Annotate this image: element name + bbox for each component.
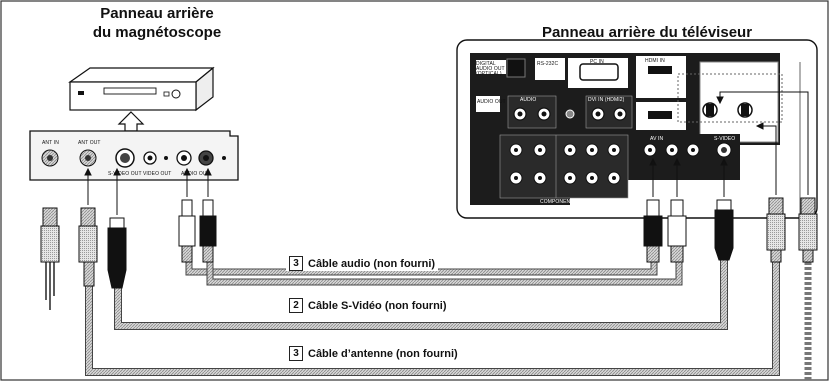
wall-antenna-wire — [45, 260, 55, 310]
tv-panel-title: Panneau arrière du téléviseur — [541, 24, 753, 41]
vcr-antenna-in-plug — [40, 207, 60, 263]
vcr-panel-title: Panneau arrière du magnétoscope — [62, 4, 252, 42]
audio-cable-text: Câble audio (non fourni) — [308, 257, 436, 270]
vcr-device — [68, 66, 215, 112]
zoom-arrow-icon — [117, 111, 145, 132]
audio-cable — [185, 262, 683, 286]
tv-s-video-plug — [714, 199, 734, 261]
tv-digital-audio-label: DIGITAL AUDIO OUT (OPTICAL) — [476, 61, 505, 77]
vcr-s-video-plug — [107, 217, 127, 289]
tv-pc-in-label: PC IN — [590, 59, 604, 65]
vcr-title-line-2: du magnétoscope — [92, 24, 222, 41]
vcr-ant-out-label: ANT OUT — [78, 140, 101, 146]
vcr-ant-in-label: ANT IN — [42, 140, 59, 146]
antenna-cable-text: Câble d’antenne (non fourni) — [308, 347, 458, 360]
tv-audio-out-label: AUDIO OUT — [477, 99, 506, 105]
vcr-title-line-1: Panneau arrière — [100, 5, 214, 22]
tv-svideo-label: S-VIDEO — [714, 136, 736, 142]
connection-arrows — [84, 91, 809, 215]
antenna-cable-label: 3 Câble d’antenne (non fourni) — [286, 346, 461, 361]
audio-cable-label: 3 Câble audio (non fourni) — [286, 256, 439, 271]
vcr-svideo-out-label: S-VIDEO OUT — [108, 171, 142, 177]
tv-component-in-label: COMPONENT IN — [540, 199, 580, 205]
tv-audio-plugs — [643, 199, 687, 263]
tv-dvi-in-label: DVI IN (HDMI2) — [588, 97, 625, 103]
s-video-cable-text: Câble S-Vidéo (non fourni) — [308, 299, 447, 312]
tv-antenna-plugs — [766, 197, 818, 263]
tv-rs232c-label: RS-232C — [537, 61, 559, 67]
antenna-cable-number: 3 — [289, 346, 303, 361]
s-video-cable — [114, 258, 728, 330]
tv-rear-panel — [456, 39, 818, 220]
vcr-video-out-label: VIDEO OUT — [143, 171, 172, 177]
vcr-audio-plugs — [178, 199, 217, 263]
tv-av-in-label: AV IN — [650, 136, 664, 142]
s-video-cable-number: 2 — [289, 298, 303, 313]
tv-hdmi-in-label: HDMI IN — [645, 58, 665, 64]
audio-cable-number: 3 — [289, 256, 303, 271]
tv-audio-label: AUDIO — [520, 97, 537, 103]
s-video-cable-label: 2 Câble S-Vidéo (non fourni) — [286, 298, 450, 313]
antenna-cable — [85, 260, 812, 381]
vcr-rear-panel — [29, 130, 239, 181]
vcr-antenna-out-plug — [78, 207, 98, 287]
vcr-audio-out-label: AUDIO OUT — [181, 171, 210, 177]
